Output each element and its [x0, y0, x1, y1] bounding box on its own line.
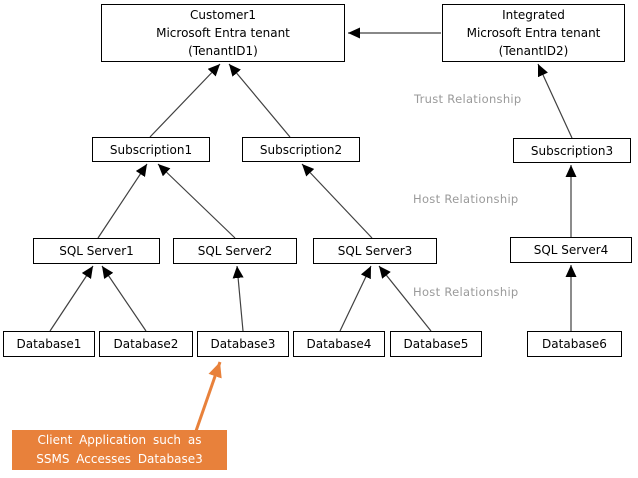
node-client-application-callout: Client Application such as SSMS Accesses …: [12, 430, 227, 470]
host-relationship-label-lower: Host Relationship: [413, 285, 519, 299]
node-client-application-callout-label-line: SSMS Accesses Database3: [36, 452, 203, 466]
node-integrated-tenant-label-line: Microsoft Entra tenant: [466, 26, 601, 40]
node-database5: Database5: [390, 331, 482, 357]
edge-subscription2-to-customer1-tenant: [228, 63, 291, 138]
node-subscription2: Subscription2: [242, 137, 360, 162]
node-customer1-tenant-label-line: Microsoft Entra tenant: [156, 26, 290, 40]
edge-client-application-callout-to-database3: [194, 361, 222, 432]
node-database1-label-line: Database1: [16, 337, 82, 351]
node-database5-label-line: Database5: [403, 337, 469, 351]
node-subscription3-label-line: Subscription3: [530, 143, 614, 158]
edge-database1-to-sql-server1: [49, 265, 94, 332]
node-database4-label-line: Database4: [306, 337, 372, 351]
node-subscription2-label-line: Subscription2: [259, 142, 343, 157]
node-subscription1: Subscription1: [92, 137, 210, 162]
node-database6-label-line: Database6: [542, 337, 607, 351]
node-sql-server1: SQL Server1: [33, 238, 160, 264]
node-database4: Database4: [293, 331, 385, 357]
node-database2-label-line: Database2: [113, 337, 179, 351]
edge-sql-server2-to-subscription1: [157, 163, 236, 239]
node-sql-server3: SQL Server3: [313, 238, 437, 264]
edge-sql-server1-to-subscription1: [97, 163, 148, 239]
edge-subscription1-to-customer1-tenant: [149, 63, 221, 138]
node-sql-server2-label-line: SQL Server2: [197, 244, 273, 258]
node-sql-server4-label-line: SQL Server4: [533, 243, 609, 257]
edge-sql-server3-to-subscription2: [301, 163, 373, 239]
node-subscription1-label-line: Subscription1: [109, 142, 193, 157]
node-sql-server3-label-line: SQL Server3: [337, 244, 413, 258]
edge-database3-to-sql-server2: [232, 265, 244, 332]
node-sql-server1-label-line: SQL Server1: [59, 244, 134, 258]
node-sql-server4: SQL Server4: [510, 237, 632, 263]
node-customer1-tenant-label-line: Customer1: [190, 8, 256, 22]
node-database3-label-line: Database3: [210, 337, 276, 351]
node-database2: Database2: [99, 331, 193, 357]
node-database1: Database1: [3, 331, 95, 357]
edge-database4-to-sql-server3: [339, 265, 372, 332]
node-customer1-tenant-label-line: (TenantID1): [188, 44, 258, 58]
host-relationship-label-upper: Host Relationship: [413, 192, 519, 206]
node-integrated-tenant-label-line: Integrated: [502, 8, 565, 22]
edge-database2-to-sql-server1: [101, 265, 147, 332]
trust-relationship-label: Trust Relationship: [414, 92, 522, 106]
node-database3: Database3: [197, 331, 289, 357]
edge-subscription3-to-integrated-tenant: [537, 63, 573, 139]
node-subscription3: Subscription3: [513, 138, 631, 163]
node-database6: Database6: [527, 331, 622, 357]
node-sql-server2: SQL Server2: [173, 238, 297, 264]
node-client-application-callout-label-line: Client Application such as: [37, 433, 202, 447]
node-integrated-tenant-label-line: (TenantID2): [498, 44, 569, 58]
